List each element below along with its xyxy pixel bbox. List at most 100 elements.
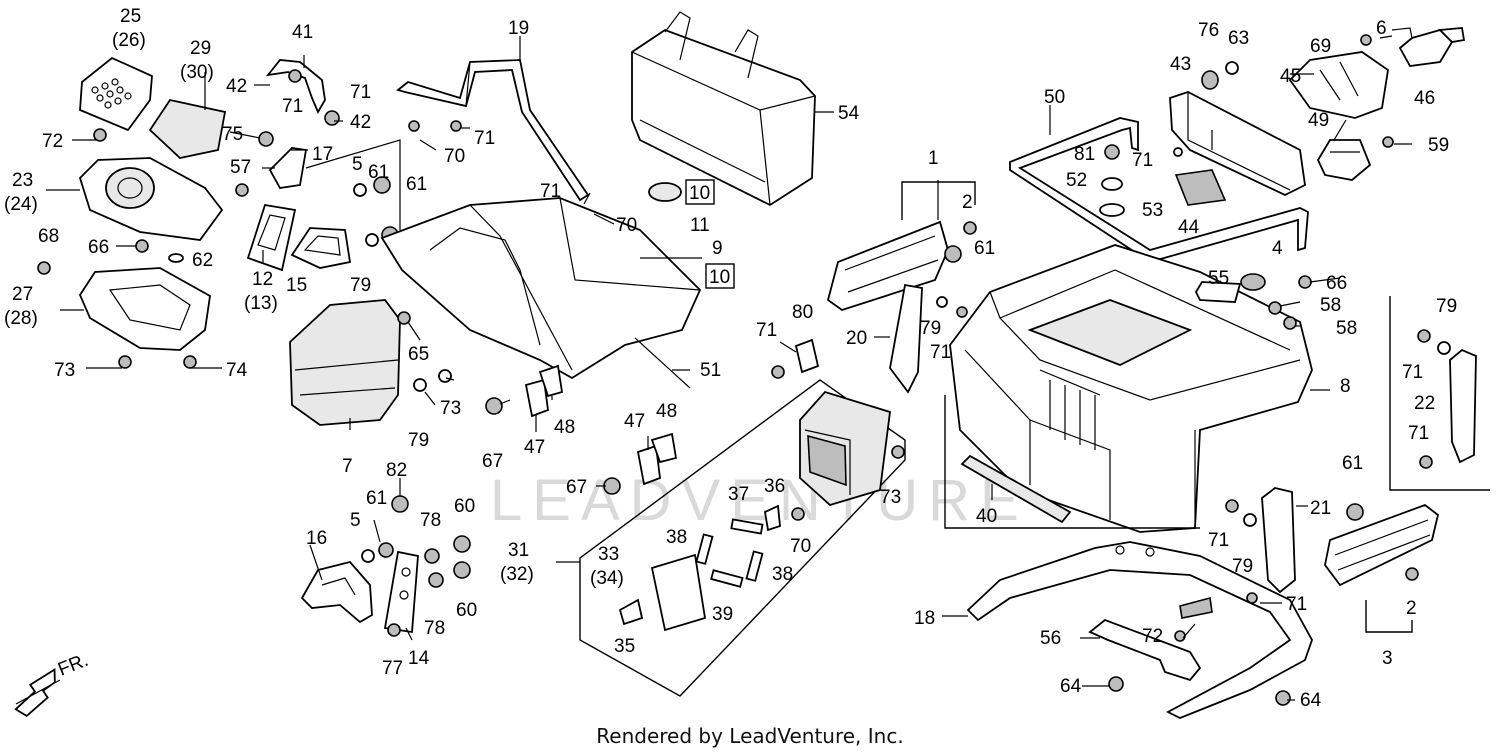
part-20-trim [889, 283, 923, 394]
callout-70-b: 70 [616, 215, 637, 236]
callout-71-g: 71 [1132, 150, 1153, 171]
callout-27: 27 [12, 284, 33, 305]
callout-39: 39 [712, 604, 733, 625]
callout-56: 56 [1040, 628, 1061, 649]
callout-2-top: 2 [962, 192, 973, 213]
callout-61-right: 61 [974, 238, 995, 259]
part-19-rail [396, 59, 590, 202]
callout-58-a: 58 [1320, 295, 1341, 316]
part-16-bracket [300, 560, 373, 624]
callout-63: 63 [1228, 28, 1249, 49]
callout-70-a: 70 [444, 146, 465, 167]
callout-71-c: 71 [474, 128, 495, 149]
callout-50: 50 [1044, 87, 1065, 108]
callout-16: 16 [306, 528, 327, 549]
callout-69: 69 [1310, 36, 1331, 57]
callout-59: 59 [1428, 135, 1449, 156]
callout-10-box-top [685, 179, 715, 205]
callout-20: 20 [846, 328, 867, 349]
bottom-right-fasteners [1108, 592, 1291, 706]
callout-79-bottom: 79 [1232, 556, 1253, 577]
center-fasteners [771, 338, 820, 379]
small-fasteners-left [37, 128, 274, 369]
right-mid-fasteners [1240, 273, 1312, 330]
callout-71-f: 71 [930, 342, 951, 363]
part-59-clip [1382, 136, 1394, 148]
callout-53: 53 [1142, 200, 1163, 221]
part-43-bracket [1169, 91, 1306, 197]
callout-71-e: 71 [756, 320, 777, 341]
callout-58-b: 58 [1336, 318, 1357, 339]
callout-76: 76 [1198, 20, 1219, 41]
callout-71-h: 71 [1402, 362, 1423, 383]
callout-10-bottom: 10 [709, 267, 730, 288]
callout-71-a: 71 [282, 96, 303, 117]
callout-61-top2: 61 [406, 174, 427, 195]
callout-68: 68 [38, 226, 59, 247]
callout-6: 6 [1376, 18, 1387, 39]
callout-61-bottom-right: 61 [1342, 453, 1363, 474]
part-9-seat-cushion [380, 197, 702, 380]
callout-28: (28) [4, 308, 38, 329]
callout-62: 62 [192, 250, 213, 271]
callout-67-b: 67 [566, 477, 587, 498]
part-3-reflector [1324, 503, 1440, 587]
group-8-outline [944, 395, 1200, 529]
top-right-fasteners [1201, 34, 1372, 90]
part-29-lid [148, 98, 227, 159]
callout-11: 11 [690, 215, 710, 236]
watermark-text: LEADVENTURE [490, 468, 1029, 533]
callout-19: 19 [508, 18, 529, 39]
callout-32: (32) [500, 564, 534, 585]
part-54-bag [631, 11, 816, 207]
part-15-bracket [290, 227, 352, 269]
part-7-backrest [289, 299, 401, 426]
callout-3: 3 [1382, 648, 1393, 669]
footer-credit: Rendered by LeadVenture, Inc. [596, 724, 904, 748]
callout-17: 17 [312, 144, 333, 165]
callout-24: (24) [4, 194, 38, 215]
callout-73-mid: 73 [440, 398, 461, 419]
callout-34: (34) [590, 568, 624, 589]
callout-48-b: 48 [656, 401, 677, 422]
part-18-bumper [966, 541, 1313, 719]
part-11-badge [648, 182, 682, 202]
part-31-console [799, 390, 891, 507]
callout-30: (30) [180, 62, 214, 83]
callout-78-b: 78 [424, 618, 445, 639]
callout-82: 82 [386, 460, 407, 481]
part-12-plate [246, 203, 297, 272]
callout-60-a: 60 [454, 496, 475, 517]
part-56-handle [1088, 618, 1202, 682]
callout-79-top: 79 [350, 275, 371, 296]
callout-12: 12 [252, 269, 273, 290]
direction-label: FR. [55, 650, 91, 681]
callout-40: 40 [976, 506, 997, 527]
callout-79-right: 79 [920, 318, 941, 339]
part-44-block [1174, 169, 1227, 206]
front-direction-arrow-icon [14, 667, 61, 717]
part-40-tube [960, 454, 1072, 524]
callout-5-bottom: 5 [350, 510, 361, 531]
callout-22: 22 [1414, 393, 1435, 414]
callout-60-b: 60 [456, 600, 477, 621]
callout-42-a: 42 [226, 76, 247, 97]
callout-33: 33 [598, 544, 619, 565]
part-49-latch [1316, 139, 1372, 181]
part-41-bracket [265, 59, 340, 126]
callout-70-c: 70 [790, 536, 811, 557]
callout-31: 31 [508, 540, 529, 561]
callout-51: 51 [700, 360, 721, 381]
part-21-trim [1225, 487, 1296, 594]
lower-left-fasteners [361, 495, 471, 637]
group-22-outline [1389, 296, 1490, 491]
callout-49: 49 [1308, 110, 1329, 131]
callout-75: 75 [222, 124, 243, 145]
callout-73-right: 73 [880, 487, 901, 508]
callout-44: 44 [1178, 217, 1200, 238]
callout-21: 21 [1310, 498, 1331, 519]
part-46-key-cylinder [1391, 27, 1466, 67]
callout-78-a: 78 [420, 510, 441, 531]
part-27-base [78, 267, 211, 351]
callout-73-left: 73 [54, 360, 75, 381]
